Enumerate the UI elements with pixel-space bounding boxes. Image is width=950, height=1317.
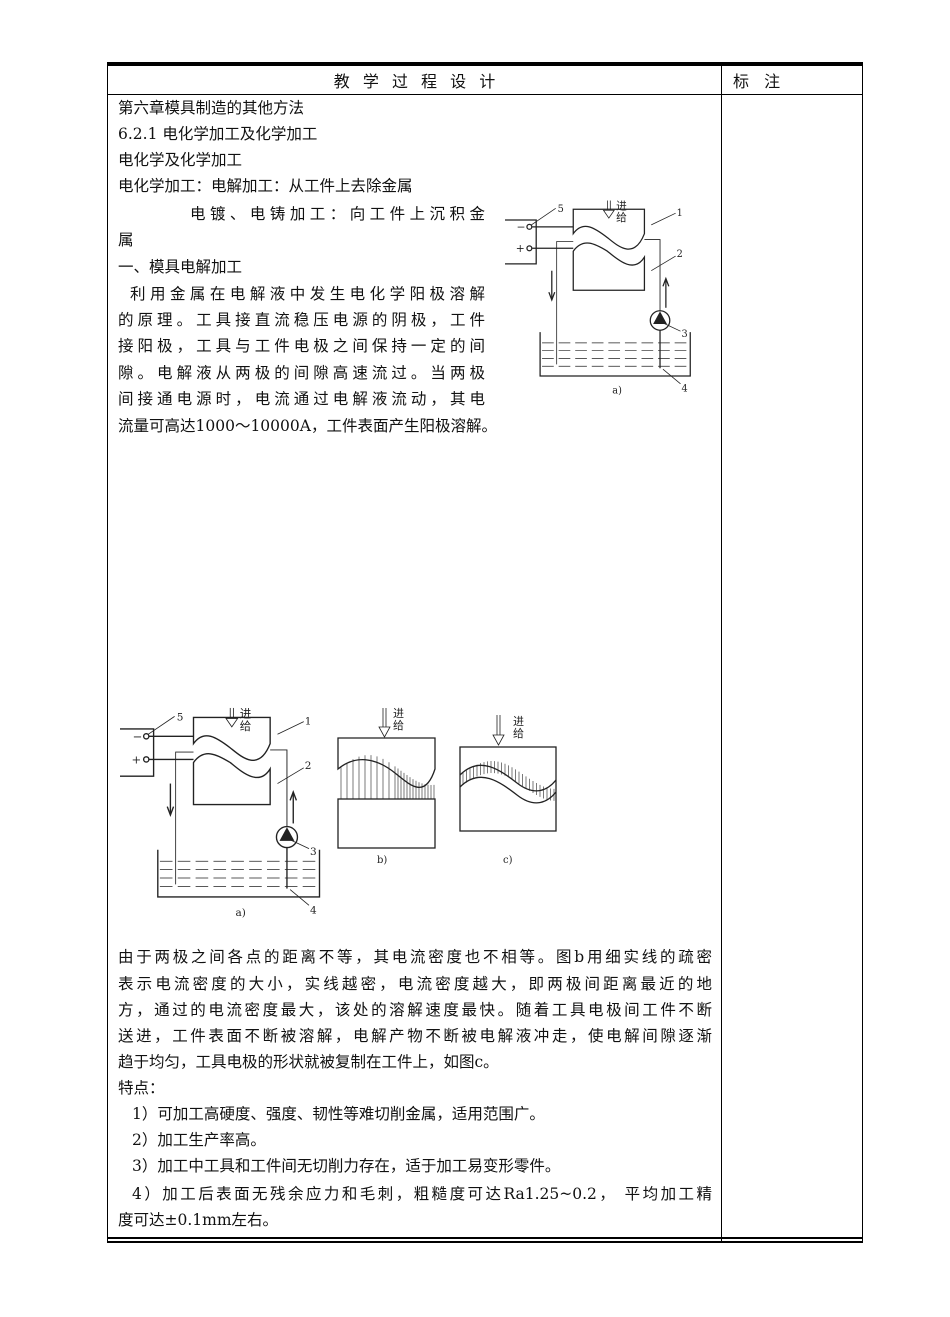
label-5: 5 bbox=[177, 712, 184, 724]
label-2: 2 bbox=[677, 249, 683, 260]
minus-label: − bbox=[517, 221, 526, 234]
paragraph-line: 由于两极之间各点的距离不等，其电流密度也不相等。图b用细实线的疏密 bbox=[118, 948, 712, 966]
final-shape-diagram-c: 进 给 c) bbox=[459, 715, 557, 866]
paragraph-line: 隙。电解液从两极的间隙高速流过。当两极 bbox=[118, 364, 485, 382]
feed-label: 进 bbox=[393, 707, 404, 720]
caption-a: a) bbox=[236, 907, 246, 919]
feed-label: 给 bbox=[240, 719, 252, 733]
heading-electrolytic: 一、模具电解加工 bbox=[118, 258, 243, 276]
label-4: 4 bbox=[310, 905, 317, 917]
paragraph-line: 送进，工件表面不断被溶解，电解产物不断被电解液冲走，使电解间隙逐渐 bbox=[118, 1027, 712, 1045]
header-notes: 标 注 bbox=[733, 72, 781, 91]
section-title: 6.2.1 电化学加工及化学加工 bbox=[118, 125, 318, 143]
feed-label: 给 bbox=[393, 719, 404, 732]
feature-item: 3）加工中工具和工件间无切削力存在，适于加工易变形零件。 bbox=[132, 1157, 561, 1175]
electrolytic-machining-diagram-a: 进 给 5 1 2 3 4 − + a) bbox=[505, 199, 691, 397]
subtitle: 电化学及化学加工 bbox=[118, 151, 243, 169]
label-3: 3 bbox=[681, 329, 687, 340]
table-left-border bbox=[107, 62, 108, 1242]
plus-label: + bbox=[132, 753, 142, 767]
plus-label: + bbox=[516, 242, 525, 255]
column-divider bbox=[721, 62, 722, 1242]
paragraph-line: 间接通电源时，电流通过电解液流动，其电 bbox=[118, 390, 485, 408]
features-title: 特点： bbox=[118, 1079, 165, 1097]
header-title: 教 学 过 程 设 计 bbox=[333, 72, 496, 91]
label-5: 5 bbox=[558, 204, 564, 215]
text-line: 电镀、电铸加工：向工件上沉积金 bbox=[190, 205, 485, 223]
feature-item: 2）加工生产率高。 bbox=[132, 1131, 266, 1149]
minus-label: − bbox=[133, 730, 143, 744]
electrolytic-machining-diagram-a-2: 进 给 5 1 2 3 4 − + a) bbox=[120, 706, 321, 919]
feed-label: 进 bbox=[616, 199, 627, 212]
text-line: 属 bbox=[118, 231, 134, 249]
feature-item: 1）可加工高硬度、强度、韧性等难切削金属，适用范围广。 bbox=[132, 1105, 545, 1123]
text-line: 电化学加工：电解加工：从工件上去除金属 bbox=[118, 177, 413, 195]
paragraph-line: 利用金属在电解液中发生电化学阳极溶解 bbox=[130, 285, 485, 303]
paragraph-line: 的原理。工具接直流稳压电源的阴极，工件 bbox=[118, 311, 485, 329]
table-right-border bbox=[862, 62, 863, 1242]
feature-item: 4）加工后表面无残余应力和毛刺，粗糙度可达Ra1.25~0.2， 平均加工精 bbox=[132, 1185, 712, 1203]
feed-label: 给 bbox=[513, 727, 524, 740]
chapter-title: 第六章模具制造的其他方法 bbox=[118, 99, 305, 117]
label-3: 3 bbox=[310, 846, 317, 858]
paragraph-line: 表示电流密度的大小，实线越密，电流密度越大，即两极间距离最近的地 bbox=[118, 975, 712, 993]
feed-label: 给 bbox=[616, 211, 627, 224]
table-top-border bbox=[107, 62, 863, 66]
paragraph-line: 方，通过的电流密度最大，该处的溶解速度最快。随着工具电极间工件不断 bbox=[118, 1001, 712, 1019]
feature-item: 度可达±0.1mm左右。 bbox=[118, 1211, 279, 1229]
label-1: 1 bbox=[677, 208, 683, 219]
caption-c: c) bbox=[503, 855, 513, 866]
table-bottom-border bbox=[107, 1237, 863, 1239]
label-2: 2 bbox=[305, 760, 312, 772]
feed-label: 进 bbox=[513, 715, 524, 728]
table-bottom-border-2 bbox=[107, 1241, 863, 1243]
label-4: 4 bbox=[681, 384, 687, 395]
current-density-diagram-b: 进 给 b) bbox=[337, 707, 436, 866]
paragraph-line: 流量可高达1000～10000A，工件表面产生阳极溶解。 bbox=[118, 417, 497, 435]
caption-b: b) bbox=[377, 855, 387, 866]
caption-a: a) bbox=[612, 386, 622, 397]
paragraph-line: 趋于均匀，工具电极的形状就被复制在工件上，如图c。 bbox=[118, 1053, 499, 1071]
feed-label: 进 bbox=[240, 706, 252, 720]
label-1: 1 bbox=[305, 716, 312, 728]
header-bottom-border bbox=[107, 94, 863, 95]
paragraph-line: 接阳极，工具与工件电极之间保持一定的间 bbox=[118, 337, 485, 355]
